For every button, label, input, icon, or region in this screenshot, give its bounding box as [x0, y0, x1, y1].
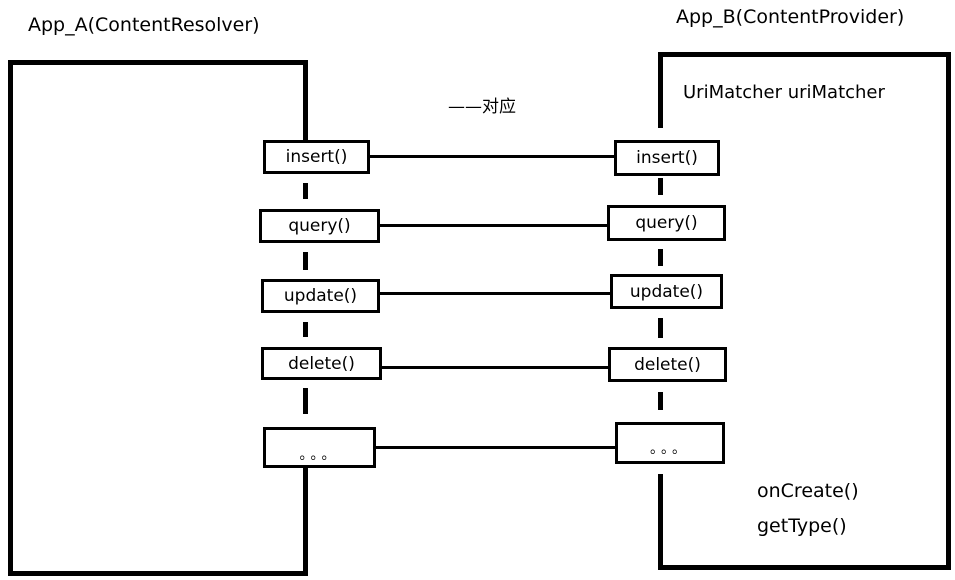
- delete-connector: [380, 366, 610, 369]
- app-b-dash: [658, 178, 663, 195]
- app-a-dash: [303, 183, 308, 199]
- app-b-frame-top: [658, 52, 951, 57]
- query-connector: [378, 224, 610, 227]
- app-a-frame-bottom: [8, 571, 308, 576]
- app-b-dash: [658, 392, 663, 410]
- app-a-dash: [303, 388, 308, 414]
- app-a-insert-box: insert(): [263, 140, 370, 174]
- app-b-title: App_B(ContentProvider): [676, 6, 905, 28]
- app-b-insert-box: insert(): [614, 140, 720, 176]
- app-a-frame-left: [8, 60, 13, 576]
- app-a-delete-box: delete(): [261, 347, 382, 380]
- app-b-frame-left-top: [658, 52, 663, 128]
- app-a-dash: [303, 322, 308, 337]
- mapping-label: ——对应: [448, 97, 516, 117]
- oncreate-label: onCreate(): [757, 480, 859, 502]
- app-b-frame-left-bottom: [658, 474, 663, 570]
- app-b-dash: [658, 249, 663, 266]
- ellipsis-connector: [375, 446, 618, 449]
- app-b-frame-bottom: [658, 565, 951, 570]
- app-a-frame-top: [8, 60, 308, 65]
- app-b-frame-right: [946, 52, 951, 570]
- app-b-dash: [658, 318, 663, 338]
- update-connector: [378, 292, 612, 295]
- app-a-dash: [303, 252, 308, 270]
- app-b-query-box: query(): [607, 205, 726, 241]
- app-a-ellipsis: 。。。: [299, 446, 340, 463]
- app-a-title: App_A(ContentResolver): [28, 14, 260, 36]
- uri-matcher-label: UriMatcher uriMatcher: [683, 82, 885, 103]
- app-a-frame-right-top: [303, 60, 308, 142]
- app-a-frame-right-bottom: [303, 466, 308, 576]
- app-b-ellipsis: 。。。: [650, 441, 690, 457]
- app-b-update-box: update(): [610, 274, 723, 309]
- app-b-ellipsis-box: 。。。: [615, 422, 725, 464]
- app-a-update-box: update(): [261, 279, 380, 313]
- gettype-label: getType(): [757, 515, 847, 537]
- app-b-delete-box: delete(): [608, 347, 727, 382]
- app-a-ellipsis-box: 。。。: [263, 427, 376, 468]
- app-a-query-box: query(): [259, 209, 380, 243]
- insert-connector: [369, 155, 617, 158]
